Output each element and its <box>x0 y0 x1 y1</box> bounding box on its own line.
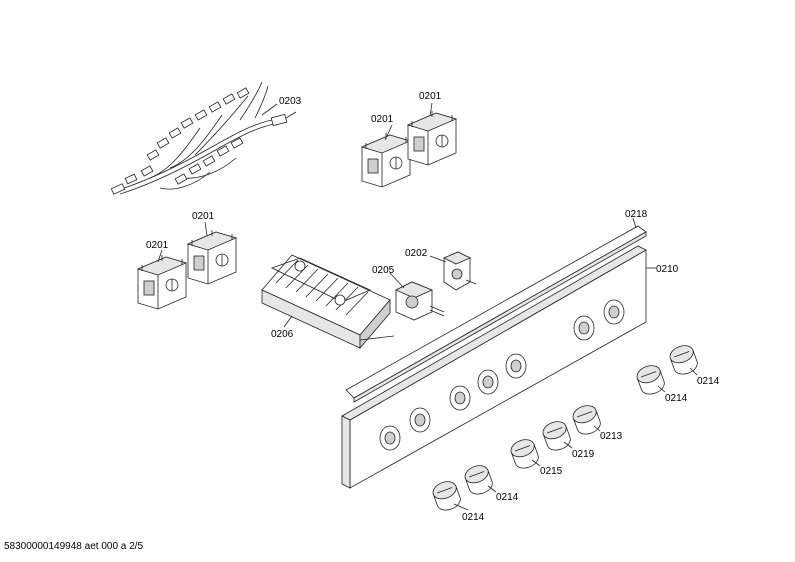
selector-switch <box>395 281 445 321</box>
label-knob: 0214 <box>496 492 519 503</box>
thermostat-switch <box>137 254 187 310</box>
label-knob: 0214 <box>697 376 720 387</box>
label-thermostat: 0201 <box>192 211 215 222</box>
thermostat-switch <box>407 110 457 166</box>
control-knob <box>570 402 604 438</box>
energy-regulator <box>443 251 477 291</box>
control-knob <box>634 362 668 398</box>
control-panel <box>341 245 647 489</box>
control-knob <box>667 342 701 378</box>
label-regulator: 0202 <box>405 248 428 259</box>
label-trim-strip: 0218 <box>625 209 648 220</box>
label-thermostat: 0201 <box>371 114 394 125</box>
label-knob: 0214 <box>462 512 485 523</box>
label-knob: 0213 <box>600 431 623 442</box>
leader-lines <box>157 102 698 511</box>
label-thermostat: 0201 <box>419 91 442 102</box>
label-harness: 0203 <box>279 96 302 107</box>
control-knob <box>462 462 496 498</box>
control-knob <box>508 436 542 472</box>
thermostat-switch <box>361 132 411 188</box>
wiring-harness <box>110 81 297 195</box>
label-selector: 0205 <box>372 265 395 276</box>
trim-strip <box>345 225 647 403</box>
switch-block <box>261 254 395 350</box>
label-knob: 0215 <box>540 466 563 477</box>
label-knob: 0214 <box>665 393 688 404</box>
label-switch-block: 0206 <box>271 329 294 340</box>
label-panel: 0210 <box>656 264 679 275</box>
label-thermostat: 0201 <box>146 240 169 251</box>
control-knob <box>540 418 574 454</box>
label-knob: 0219 <box>572 449 595 460</box>
document-footer: 58300000149948 aet 000 a 2/5 <box>4 541 144 552</box>
thermostat-switch <box>187 229 237 285</box>
control-knob <box>430 478 464 514</box>
